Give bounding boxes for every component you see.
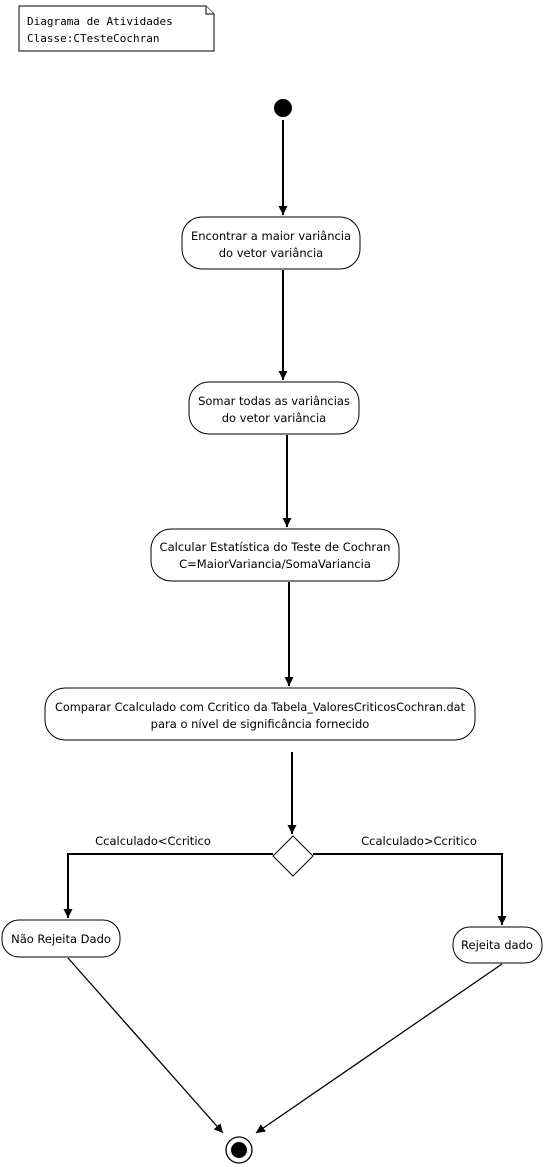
activity-label: Não Rejeita Dado — [11, 932, 111, 946]
activity-label-line1: Calcular Estatística do Teste de Cochran — [160, 540, 391, 554]
activity-label-line2: C=MaiorVariancia/SomaVariancia — [179, 557, 371, 571]
guard-right: Ccalculado>Ccritico — [361, 834, 477, 848]
decision-node — [272, 835, 314, 877]
activity-do-not-reject: Não Rejeita Dado — [1, 919, 121, 958]
activity-label-line1: Somar todas as variâncias — [198, 394, 350, 408]
guard-left: Ccalculado<Ccritico — [95, 834, 211, 848]
initial-node — [274, 99, 292, 117]
activity-calculate-cochran-statistic: Calcular Estatística do Teste de Cochran… — [150, 528, 400, 582]
flow-decision-to-left — [63, 853, 273, 918]
note-title: Diagrama de Atividades — [27, 15, 173, 28]
activity-label-line2: do vetor variância — [222, 411, 326, 425]
flow-decision-to-right — [313, 853, 507, 925]
diagram-note: Diagrama de Atividades Classe:CTesteCoch… — [18, 5, 215, 52]
activity-label-line1: Comparar Ccalculado com Ccritico da Tabe… — [55, 700, 465, 714]
activity-label: Rejeita dado — [461, 938, 533, 952]
note-class: Classe:CTesteCochran — [27, 32, 159, 45]
activity-reject: Rejeita dado — [452, 926, 543, 964]
final-node — [225, 1136, 253, 1164]
activity-compare-critical-value: Comparar Ccalculado com Ccritico da Tabe… — [44, 687, 476, 741]
flow-left-to-final — [67, 957, 224, 1134]
activity-sum-variances: Somar todas as variâncias do vetor variâ… — [188, 381, 360, 435]
flow-right-to-final — [255, 963, 503, 1134]
activity-label-line1: Encontrar a maior variância — [191, 229, 351, 243]
activity-find-max-variance: Encontrar a maior variância do vetor var… — [181, 216, 361, 270]
activity-label-line2: do vetor variância — [219, 246, 323, 260]
activity-label-line2: para o nível de significância fornecido — [151, 717, 370, 731]
